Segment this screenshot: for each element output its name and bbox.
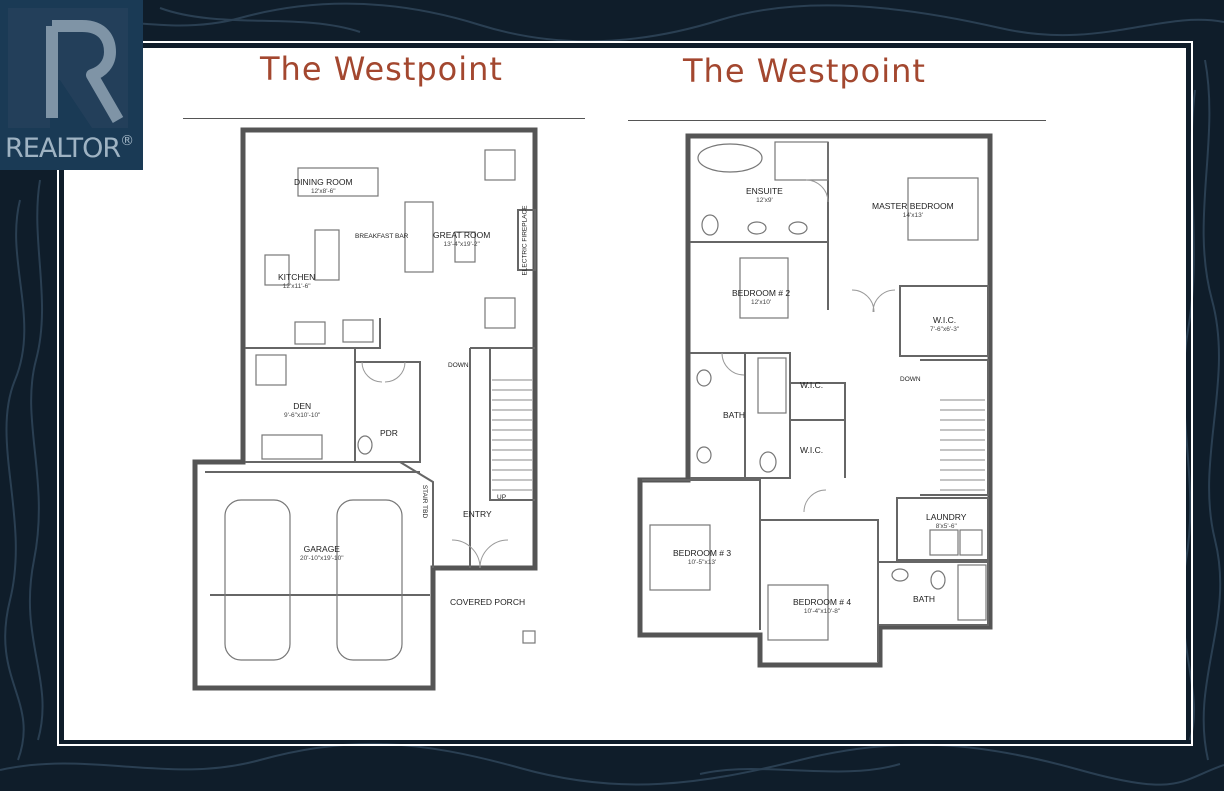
room-label-bedroom-3: BEDROOM # 3 10'-5"x13'	[673, 548, 732, 566]
room-label-kitchen: KITCHEN 12'x11'-6"	[278, 272, 316, 290]
plan-title-upper-floor: The Westpoint	[683, 52, 926, 90]
brokerage-watermark: NU-VISTA PREMIERE REALTY INC., Brokerage	[380, 715, 844, 739]
title-underline-main	[183, 118, 585, 119]
room-label-laundry: LAUNDRY 8'x5'-6"	[926, 512, 967, 530]
room-label-bath-second: BATH	[913, 594, 936, 604]
room-label-wic-upper: W.I.C.	[800, 380, 824, 390]
room-label-entry: ENTRY	[463, 509, 492, 519]
white-frame-border	[57, 41, 1193, 746]
room-label-bedroom-2: BEDROOM # 2 12'x10'	[732, 288, 791, 306]
realtor-logo-text: REALTOR®	[5, 133, 134, 164]
plan-title-main-floor: The Westpoint	[260, 50, 503, 88]
room-label-great-room: GREAT ROOM 13'-4"x19'-2"	[433, 230, 491, 248]
stair-label-tbd: STAIR TBD	[421, 484, 429, 519]
room-label-pdr: PDR	[380, 428, 398, 438]
room-label-garage: GARAGE 20'-10"x19'-10"	[300, 544, 344, 562]
room-label-breakfast-bar: BREAKFAST BAR	[355, 233, 409, 240]
realtor-logo[interactable]: REALTOR®	[0, 0, 143, 170]
room-label-master-bedroom: MASTER BEDROOM 14'x13'	[872, 201, 954, 219]
floor-plan-sheet	[64, 48, 1186, 740]
room-label-bath-main: BATH	[723, 410, 746, 420]
room-label-den: DEN 9'-6"x10'-10"	[284, 401, 321, 419]
room-label-covered-porch: COVERED PORCH	[450, 597, 526, 607]
realtor-r-mark-icon	[8, 8, 128, 128]
room-label-ensuite: ENSUITE 12'x9'	[746, 186, 783, 204]
room-label-dining-room: DINING ROOM 12'x8'-6"	[294, 177, 353, 195]
stair-label-down: DOWN	[448, 362, 469, 369]
title-underline-upper	[628, 120, 1046, 121]
stair-label-upper-down: DOWN	[900, 376, 921, 383]
room-label-bedroom-4: BEDROOM # 4 10'-4"x10'-8"	[793, 597, 852, 615]
room-label-master-wic: W.I.C. 7'-6"x6'-3"	[930, 315, 960, 333]
main-floor-outer-wall	[192, 127, 538, 691]
room-label-electric-fireplace: ELECTRIC FIREPLACE	[521, 205, 529, 276]
room-label-wic-lower: W.I.C.	[800, 445, 824, 455]
stair-label-up: UP	[497, 494, 507, 501]
